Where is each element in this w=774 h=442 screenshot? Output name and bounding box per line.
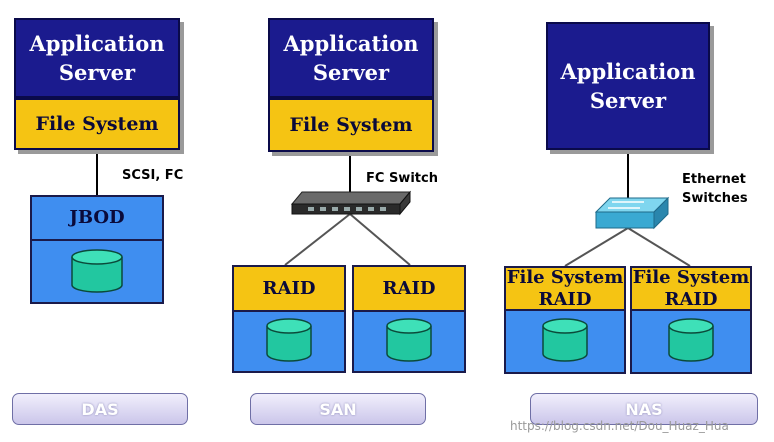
das-server-label-line1: Application [29,31,165,56]
nas-filesystem-raid-2-storage [630,311,752,374]
san-raid-2-label: RAID [382,277,436,299]
san-category-label: SAN [319,399,357,419]
san-raid-1-box: RAID [232,265,346,312]
nas-fs-raid-1-line1: File System [506,266,624,288]
nas-server-label-line1: Application [560,59,696,84]
san-raid-2-storage [352,312,466,373]
ethernet-switch-icon [594,196,670,230]
nas-filesystem-raid-2-box: File System RAID [630,266,752,311]
nas-category-bar: NAS [530,393,758,425]
nas-switch-label-line1: Ethernet [682,172,746,187]
das-category-bar: DAS [12,393,188,425]
das-file-system-label: File System [35,113,159,135]
nas-switch-label: Ethernet Switches [682,170,748,208]
nas-switch-label-line2: Switches [682,191,748,206]
san-raid-1-storage [232,312,346,373]
nas-fs-raid-2-line2: RAID [664,288,718,310]
san-file-system-label: File System [289,114,413,136]
disk-icon [668,318,714,362]
das-category-label: DAS [81,399,119,419]
nas-fs-raid-1-line2: RAID [538,288,592,310]
nas-category-label: NAS [625,399,663,419]
san-category-bar: SAN [250,393,426,425]
das-jbod-storage [30,241,164,304]
das-server-label-line2: Server [58,60,136,85]
san-file-system: File System [268,98,434,152]
san-raid-1-label: RAID [262,277,316,299]
das-connection-label: SCSI, FC [122,168,184,183]
das-jbod-box: JBOD [30,195,164,241]
disk-icon [542,318,588,362]
disk-icon [71,249,123,293]
san-switch-label: FC Switch [366,171,438,186]
san-application-server: Application Server [268,18,434,98]
nas-filesystem-raid-1-storage [504,311,626,374]
das-file-system: File System [14,98,180,150]
san-switch-raid1-line [284,213,351,266]
nas-filesystem-raid-1-box: File System RAID [504,266,626,311]
disk-icon [266,318,312,362]
san-raid-2-box: RAID [352,265,466,312]
san-server-label-line2: Server [312,60,390,85]
fc-switch-icon [290,190,412,216]
san-server-label-line1: Application [283,31,419,56]
das-jbod-label: JBOD [69,207,125,228]
nas-switch-fs1-line [564,227,629,267]
nas-switch-fs2-line [627,227,691,267]
das-application-server: Application Server [14,18,180,98]
nas-application-server: Application Server [546,22,710,150]
nas-fs-raid-2-line1: File System [632,266,750,288]
disk-icon [386,318,432,362]
watermark-text: https://blog.csdn.net/Dou_Huaz_Hua [510,419,729,433]
nas-server-label-line2: Server [589,88,667,113]
san-switch-raid2-line [349,213,411,266]
